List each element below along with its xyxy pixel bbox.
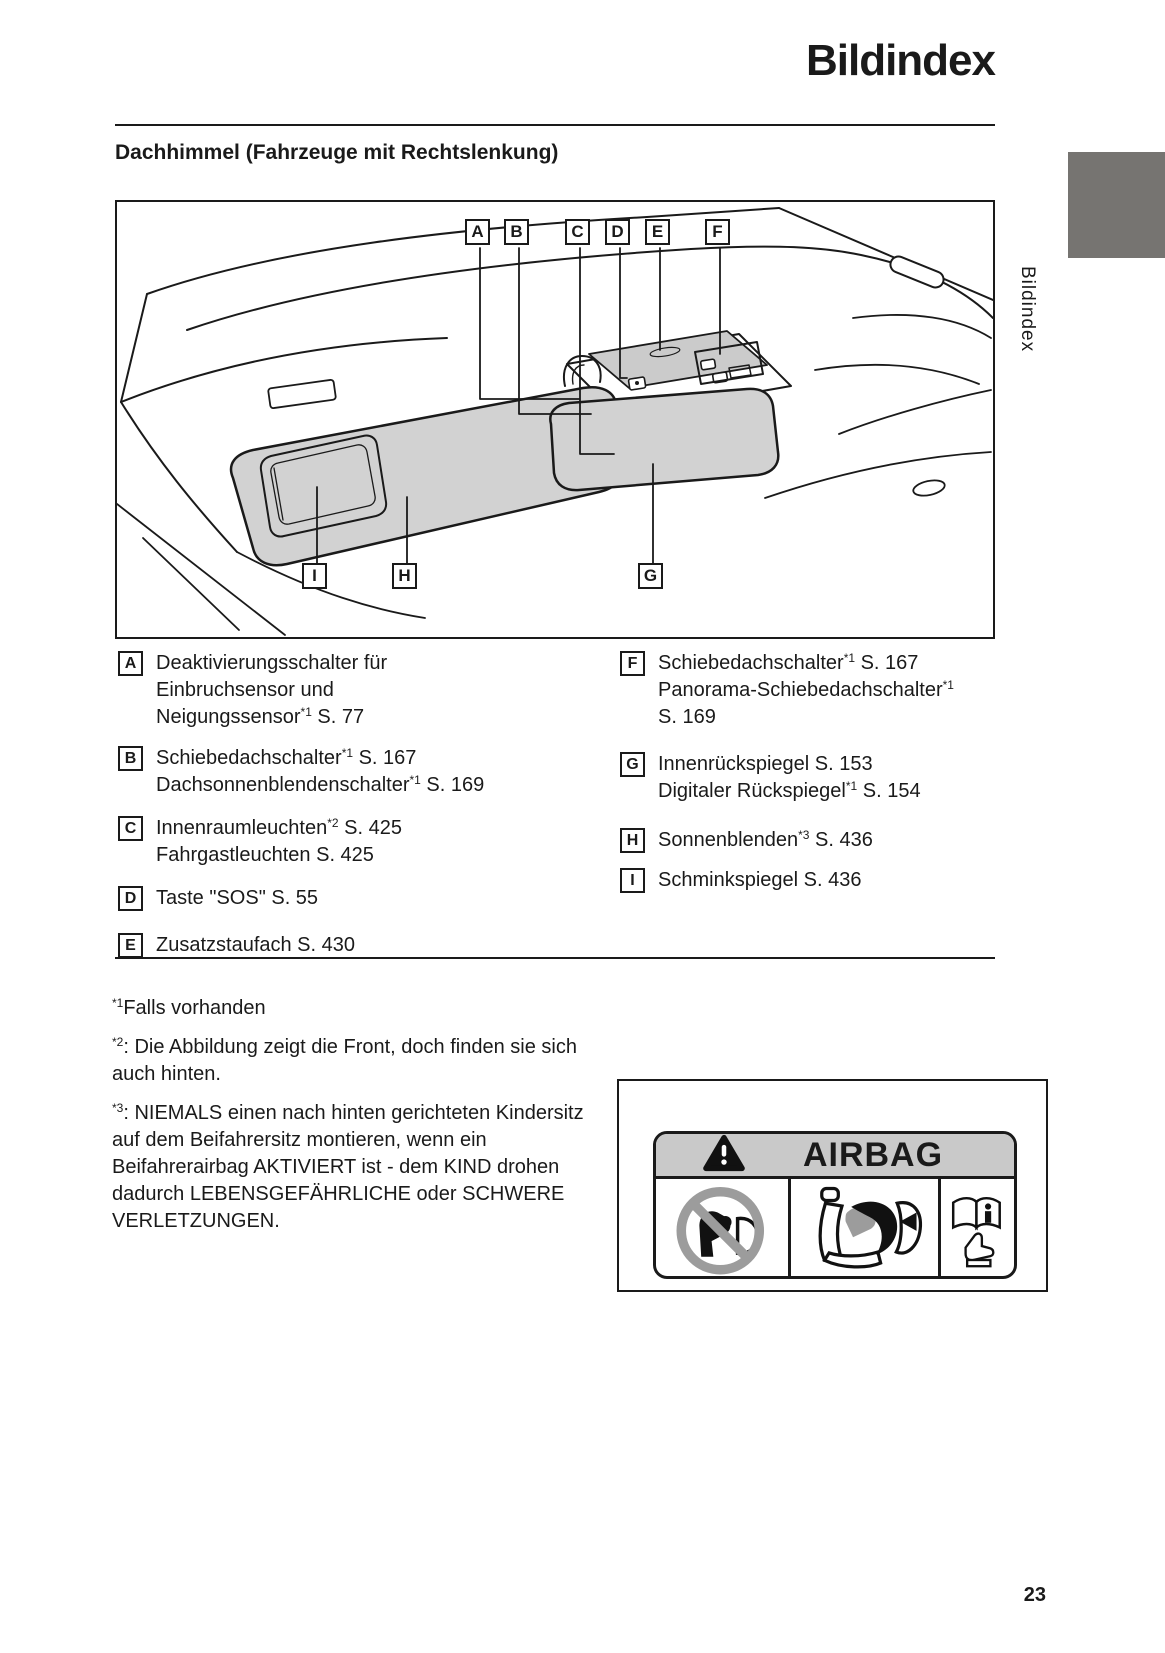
page-number: 23 — [1023, 1584, 1046, 1606]
callout-c: C — [565, 219, 590, 245]
callout-e: E — [645, 219, 670, 245]
airbag-label-pictograms — [656, 1179, 1014, 1276]
legend-line: Deaktivierungsschalter für — [156, 652, 388, 674]
legend-line: Panorama-Schiebedachschalter*1 — [658, 678, 954, 701]
chapter-tab-label: Bildindex — [1017, 266, 1038, 353]
callout-h: H — [392, 563, 417, 589]
legend-line: Schminkspiegel S. 436 — [658, 869, 862, 891]
legend-key-e: E — [118, 933, 143, 958]
chapter-tab — [1068, 152, 1165, 258]
legend-bottom-rule — [115, 957, 995, 959]
read-manual-icon — [941, 1179, 1014, 1276]
legend-line: Zusatzstaufach S. 430 — [156, 934, 356, 956]
footnote-2: *2: Die Abbildung zeigt die Front, doch … — [112, 1035, 577, 1085]
airbag-warning-box: AIRBAG — [617, 1079, 1048, 1292]
legend-key-f: F — [620, 651, 645, 676]
callout-i: I — [302, 563, 327, 589]
legend-key-c: C — [118, 816, 143, 841]
legend-text-h: Sonnenblenden*3 S. 436 — [658, 827, 873, 854]
legend-line: Taste "SOS" S. 55 — [156, 887, 319, 909]
legend-line: Innenrückspiegel S. 153 — [658, 753, 873, 775]
legend-key-g: G — [620, 752, 645, 777]
airbag-label-header: AIRBAG — [656, 1134, 1014, 1179]
legend-key-i: I — [620, 868, 645, 893]
legend-key-d: D — [118, 886, 143, 911]
callout-a: A — [465, 219, 490, 245]
legend-line: Einbruchsensor und — [156, 679, 334, 701]
footnote-1: *1Falls vorhanden — [112, 996, 266, 1019]
legend-text-d: Taste "SOS" S. 55 — [156, 885, 318, 912]
callout-g: G — [638, 563, 663, 589]
legend-text-e: Zusatzstaufach S. 430 — [156, 932, 355, 959]
legend-item-i: I Schminkspiegel S. 436 — [620, 867, 1000, 894]
legend-line: Schiebedachschalter*1 S. 167 — [658, 651, 919, 674]
legend-line: Fahrgastleuchten S. 425 — [156, 844, 374, 866]
legend-item-d: D Taste "SOS" S. 55 — [118, 885, 600, 912]
section-heading: Dachhimmel (Fahrzeuge mit Rechtslenkung) — [115, 141, 559, 164]
footnote-3: *3: NIEMALS einen nach hinten gerichtete… — [112, 1101, 584, 1232]
airbag-deployment-icon — [791, 1179, 941, 1276]
legend-line: Schiebedachschalter*1 S. 167 — [156, 746, 417, 769]
legend-line: Neigungssensor*1 S. 77 — [156, 705, 365, 728]
header-rule — [115, 124, 995, 126]
legend-item-e: E Zusatzstaufach S. 430 — [118, 932, 600, 959]
legend-line: Innenraumleuchten*2 S. 425 — [156, 816, 402, 839]
warning-triangle-icon — [702, 1134, 746, 1177]
legend-line: Digitaler Rückspiegel*1 S. 154 — [658, 779, 921, 802]
legend-line: Sonnenblenden*3 S. 436 — [658, 828, 873, 851]
legend-key-b: B — [118, 746, 143, 771]
callout-b: B — [504, 219, 529, 245]
page-title: Bildindex — [805, 36, 996, 85]
headliner-line-art — [117, 207, 993, 636]
legend-key-a: A — [118, 651, 143, 676]
callout-f: F — [705, 219, 730, 245]
airbag-label-title: AIRBAG — [802, 1135, 944, 1174]
legend-line: Dachsonnenblendenschalter*1 S. 169 — [156, 773, 485, 796]
headliner-diagram: A B C D E F I H G — [115, 200, 995, 639]
no-rear-facing-child-seat-icon — [656, 1179, 791, 1276]
footnotes: *1Falls vorhanden *2: Die Abbildung zeigt… — [112, 995, 599, 1247]
legend-text-i: Schminkspiegel S. 436 — [658, 867, 861, 894]
callout-d: D — [605, 219, 630, 245]
legend-key-h: H — [620, 828, 645, 853]
airbag-warning-label: AIRBAG — [653, 1131, 1017, 1279]
legend-line: S. 169 — [658, 706, 716, 728]
legend-item-h: H Sonnenblenden*3 S. 436 — [620, 827, 1000, 854]
